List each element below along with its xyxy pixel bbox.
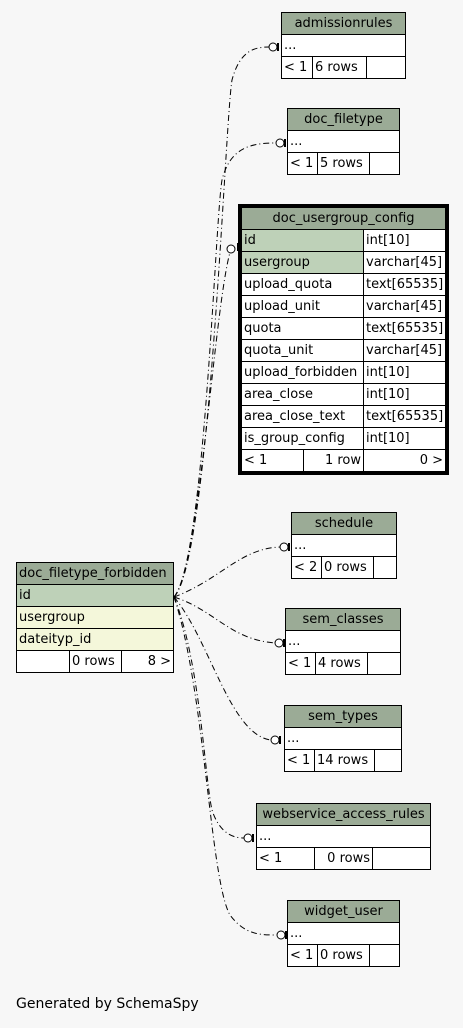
column-type: text[65535] <box>362 405 447 428</box>
link-schedule <box>173 546 282 598</box>
children-count <box>372 556 398 579</box>
link-widget-user <box>173 596 279 936</box>
row-count: 14 rows <box>314 749 375 772</box>
generated-by-label: Generated by SchemaSpy <box>16 996 199 1012</box>
crowfoot-circle <box>243 833 253 843</box>
link-admissionrules <box>173 46 270 598</box>
parents-count: < 1 <box>287 152 318 175</box>
table-title[interactable]: sem_classes <box>284 608 402 631</box>
column-type: int[10] <box>362 361 447 384</box>
crowfoot-circle <box>270 735 280 745</box>
children-count <box>373 749 403 772</box>
table-schedule[interactable]: schedule ... < 2 0 rows <box>290 512 398 579</box>
parents-count: < 1 <box>256 847 315 870</box>
column-cell: ... <box>286 130 401 153</box>
row-count: 5 rows <box>317 152 370 175</box>
column-cell: ... <box>290 534 398 557</box>
column-type: varchar[45] <box>362 295 447 318</box>
children-count <box>368 944 401 967</box>
table-sem-types[interactable]: sem_types ... < 1 14 rows <box>283 705 403 772</box>
column-name: usergroup <box>16 606 174 629</box>
link-sem-types <box>173 596 272 741</box>
table-title[interactable]: admissionrules <box>280 12 407 35</box>
column-name: id <box>16 584 174 607</box>
column-type: int[10] <box>362 229 447 252</box>
column-type: text[65535] <box>362 317 447 340</box>
parents-count: < 1 <box>241 449 304 472</box>
table-admissionrules[interactable]: admissionrules ... < 1 6 rows <box>280 12 407 79</box>
table-widget-user[interactable]: widget_user ... < 1 0 rows <box>286 900 401 967</box>
column-name: upload_quota <box>241 273 364 296</box>
column-cell: ... <box>284 630 402 653</box>
children-count: 8 > <box>121 650 174 673</box>
crowfoot-circle <box>268 42 278 52</box>
column-name: upload_forbidden <box>241 361 364 384</box>
crowfoot-circle <box>279 542 289 552</box>
children-count <box>366 652 402 675</box>
column-cell: ... <box>286 922 401 945</box>
column-name: quota_unit <box>241 339 364 362</box>
column-type: int[10] <box>362 427 447 450</box>
children-count <box>365 56 407 79</box>
row-count: 0 rows <box>69 650 122 673</box>
table-title[interactable]: doc_filetype <box>286 108 401 131</box>
row-count: 1 row <box>303 449 364 472</box>
row-count: 0 rows <box>321 556 374 579</box>
table-doc-filetype-forbidden[interactable]: doc_filetype_forbidden id usergroup date… <box>16 562 174 673</box>
row-count: 0 rows <box>317 944 370 967</box>
link-doc-usergroup-config <box>173 245 233 598</box>
parents-count <box>16 650 70 673</box>
row-count: 6 rows <box>312 56 367 79</box>
crowfoot-circle <box>276 930 286 940</box>
parents-count: < 1 <box>281 56 313 79</box>
children-count: 0 > <box>362 449 447 472</box>
column-type: varchar[45] <box>362 251 447 274</box>
crowfoot-circle <box>275 138 285 148</box>
table-webservice-access-rules[interactable]: webservice_access_rules ... < 1 0 rows <box>255 803 432 870</box>
table-title[interactable]: webservice_access_rules <box>255 803 432 826</box>
parents-count: < 1 <box>284 749 315 772</box>
column-name: quota <box>241 317 364 340</box>
crowfoot-circle <box>226 244 236 254</box>
column-cell: ... <box>280 34 407 57</box>
row-count: 4 rows <box>315 652 368 675</box>
parents-count: < 1 <box>287 944 318 967</box>
table-doc-filetype[interactable]: doc_filetype ... < 1 5 rows <box>286 108 401 175</box>
link-webservice-access-rules <box>173 596 245 839</box>
column-type: text[65535] <box>362 273 447 296</box>
column-name: area_close <box>241 383 364 406</box>
column-cell: ... <box>283 727 403 750</box>
parents-count: < 1 <box>285 652 316 675</box>
table-sem-classes[interactable]: sem_classes ... < 1 4 rows <box>284 608 402 675</box>
column-name: dateityp_id <box>16 628 174 651</box>
column-name: area_close_text <box>241 405 364 428</box>
table-title[interactable]: doc_usergroup_config <box>240 207 447 230</box>
row-count: 0 rows <box>314 847 373 870</box>
table-title[interactable]: widget_user <box>286 900 401 923</box>
column-name: usergroup <box>241 251 364 274</box>
crowfoot-circle <box>274 638 284 648</box>
column-name: id <box>241 229 364 252</box>
table-title[interactable]: doc_filetype_forbidden <box>16 562 174 585</box>
column-type: int[10] <box>362 383 447 406</box>
children-count <box>371 847 432 870</box>
column-cell: ... <box>255 825 432 848</box>
link-sem-classes <box>173 596 277 644</box>
table-title[interactable]: sem_types <box>283 705 403 728</box>
column-name: upload_unit <box>241 295 364 318</box>
table-title[interactable]: schedule <box>290 512 398 535</box>
column-type: varchar[45] <box>362 339 447 362</box>
column-name: is_group_config <box>241 427 364 450</box>
parents-count: < 2 <box>291 556 322 579</box>
children-count <box>368 152 401 175</box>
